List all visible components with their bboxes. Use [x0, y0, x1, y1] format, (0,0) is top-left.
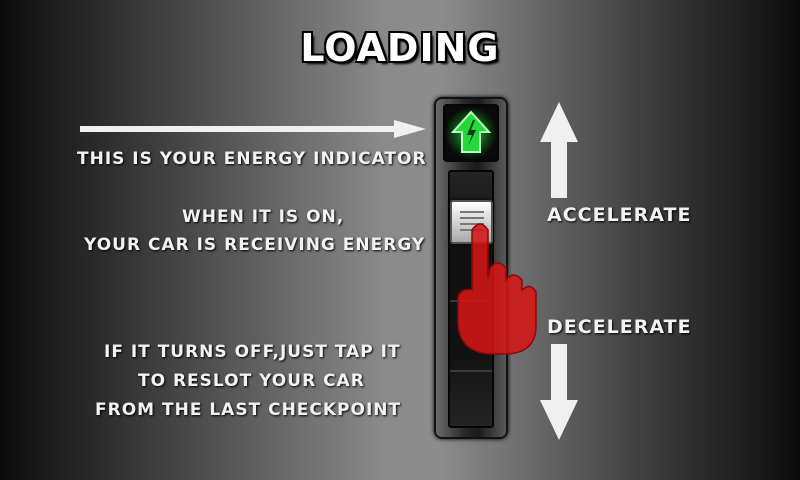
reslot-text-line2: TO RESLOT YOUR CAR	[138, 371, 365, 391]
accelerate-label: ACCELERATE	[547, 204, 692, 226]
reslot-text-line3: FROM THE LAST CHECKPOINT	[95, 400, 402, 420]
reslot-text-line1: IF IT TURNS OFF,JUST TAP IT	[104, 342, 401, 362]
track-divider	[450, 370, 492, 372]
arrow-right-icon	[80, 120, 426, 138]
hand-pointer-icon	[457, 223, 537, 355]
energy-indicator-text: THIS IS YOUR ENERGY INDICATOR	[77, 149, 427, 169]
page-title: LOADING	[300, 26, 500, 70]
receiving-energy-text-line2: YOUR CAR IS RECEIVING ENERGY	[84, 235, 426, 255]
decelerate-label: DECELERATE	[547, 316, 692, 338]
lightning-arrow-icon	[445, 107, 497, 159]
arrow-up-icon	[540, 102, 578, 198]
arrow-down-icon	[540, 344, 578, 440]
energy-indicator-button[interactable]	[443, 104, 499, 162]
receiving-energy-text-line1: WHEN IT IS ON,	[182, 207, 345, 227]
